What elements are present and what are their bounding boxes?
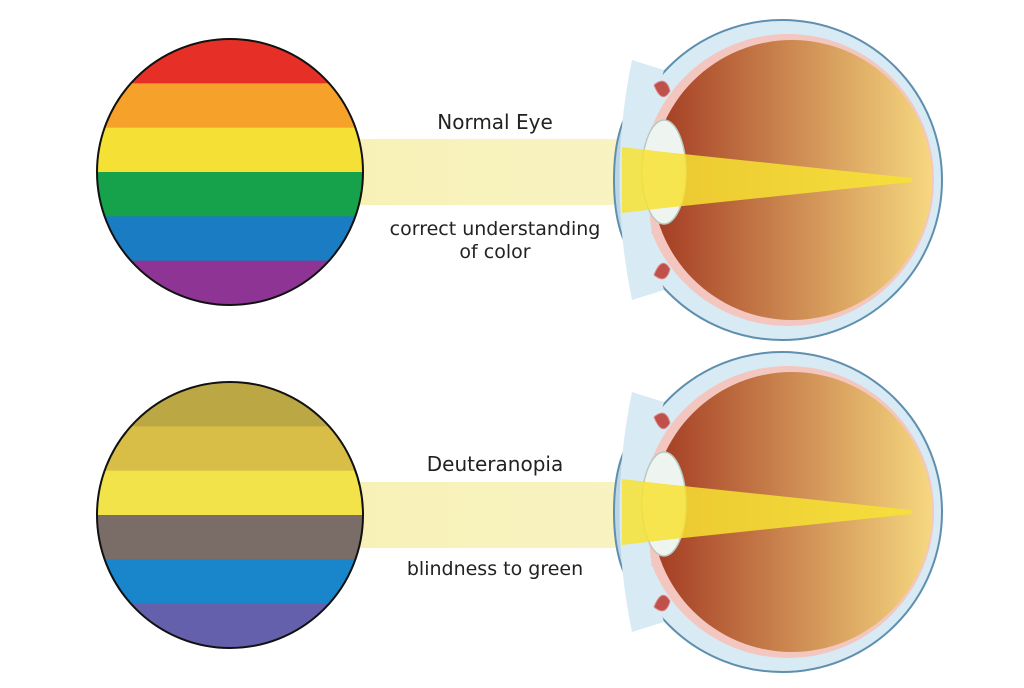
deuteranopia-caption: blindness to green [360,558,630,580]
deuteranopia-focus-cone [622,479,912,545]
normal-light-beam [360,139,660,205]
normal-stripe-4 [97,172,363,218]
deuteranopia-title: Deuteranopia [426,452,564,476]
deuteranopia-eyeball [613,351,943,673]
normal-eyeball [613,19,943,341]
normal-focus-cone [622,147,912,213]
deuteranopia-circle-outline [96,381,364,649]
normal-eye-title: Normal Eye [437,110,553,134]
normal-eye-caption-line-2: of color [459,241,531,263]
deuteranopia-stripe-6 [97,603,363,648]
deuteranopia-light-beam [360,482,660,548]
normal-ciliary-bottom [653,262,671,280]
normal-panel [96,19,943,341]
deuteranopia-ciliary-top [653,412,671,430]
deuteranopia-caption-line-1: blindness to green [406,558,584,580]
deuteranopia-stripe-4 [97,515,363,561]
normal-eye-caption: correct understanding of color [360,218,630,264]
deuteranopia-ciliary-bottom [653,594,671,612]
deuteranopia-stripe-5 [97,559,363,605]
deuteranopia-panel [96,351,943,673]
normal-circle-outline [96,38,364,306]
deuteranopia-stripe-2 [97,426,363,472]
normal-ciliary-top [653,80,671,98]
normal-stripe-3 [97,127,363,173]
normal-stripe-5 [97,216,363,262]
normal-eye-caption-line-1: correct understanding [389,218,601,240]
deuteranopia-stripe-3 [97,470,363,516]
normal-stripe-6 [97,260,363,305]
normal-stripe-2 [97,83,363,129]
